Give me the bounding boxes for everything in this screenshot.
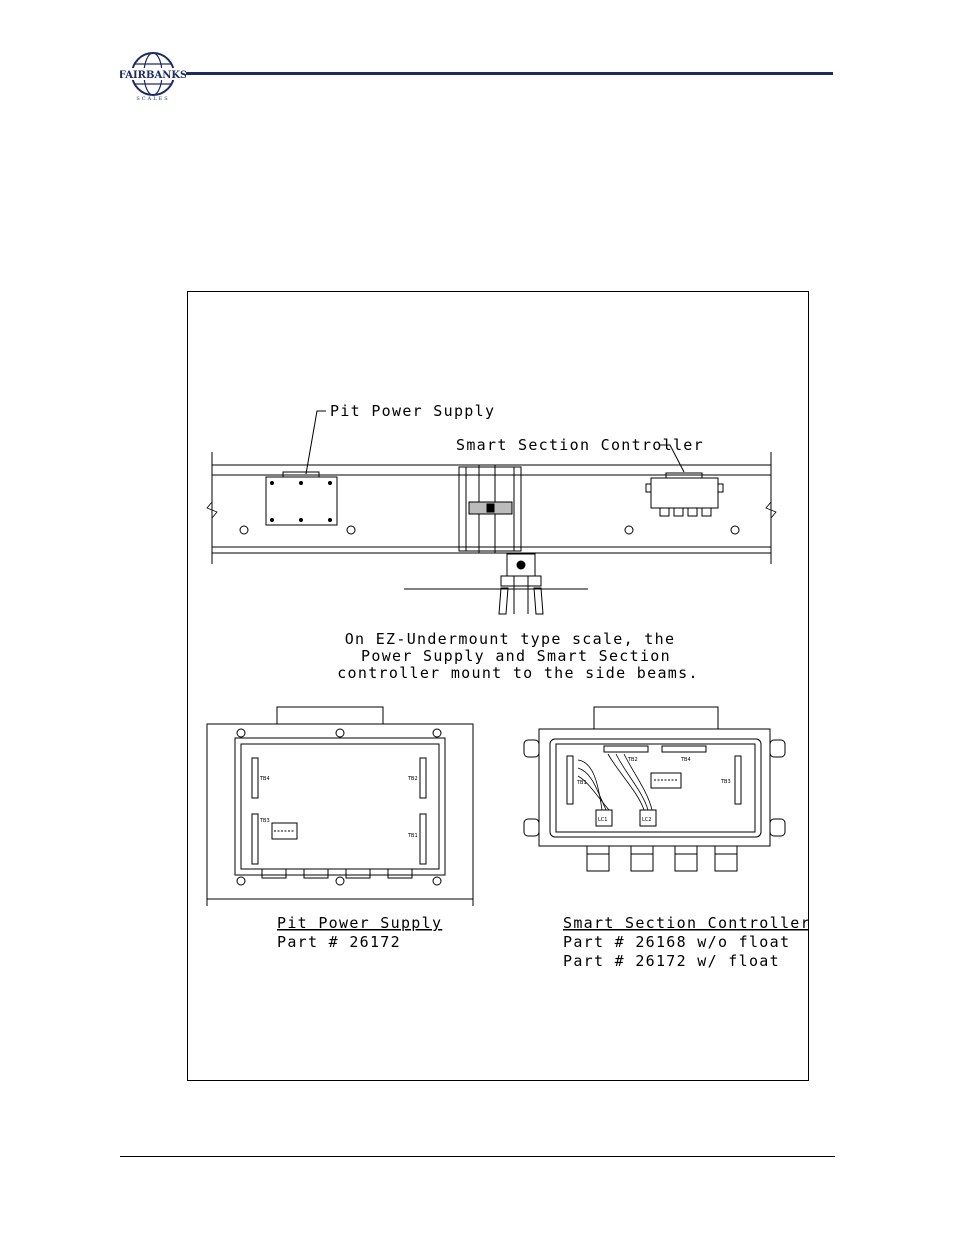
ssc-enclosure-detail xyxy=(524,707,785,871)
logo-subtext: SCALES xyxy=(136,96,169,102)
beam-splice xyxy=(404,465,588,614)
callout-pit-power-supply: Pit Power Supply xyxy=(330,402,495,420)
ssc-detail-title: Smart Section Controller xyxy=(563,914,808,932)
note-line-3: controller mount to the side beams. xyxy=(337,664,699,682)
fairbanks-logo: FAIRBANKS SCALES xyxy=(120,50,186,102)
pps-terminal-label-tb4: TB4 xyxy=(259,776,270,782)
footer-rule xyxy=(120,1156,835,1157)
pps-detail-part: Part # 26172 xyxy=(277,933,401,951)
pps-enclosure-detail xyxy=(207,707,473,906)
ssc-terminal-label-tb4: TB4 xyxy=(680,757,691,763)
header-rule xyxy=(186,72,833,75)
note-line-1: On EZ-Undermount type scale, the xyxy=(345,630,676,648)
installation-drawing: Pit Power Supply Smart Section Controlle… xyxy=(188,292,808,1080)
pps-detail-title: Pit Power Supply xyxy=(277,914,442,932)
logo-wordmark: FAIRBANKS xyxy=(120,70,186,81)
ssc-terminal-label-tb3: TB3 xyxy=(720,779,731,785)
figure-frame: Pit Power Supply Smart Section Controlle… xyxy=(187,291,809,1081)
pps-terminal-label-tb3: TB3 xyxy=(259,818,270,824)
pps-terminal-label-tb1: TB1 xyxy=(407,833,418,839)
ssc-terminal-label-tb1: TB1 xyxy=(576,780,587,786)
ssc-terminal-label-tb2: TB2 xyxy=(627,757,638,763)
ssc-terminal-label-lc2: LC2 xyxy=(642,817,651,823)
ssc-detail-part-1: Part # 26168 w/o float xyxy=(563,933,790,951)
ssc-terminal-label-lc1: LC1 xyxy=(598,817,607,823)
power-supply-beam-view xyxy=(266,472,337,525)
callout-smart-section-controller: Smart Section Controller xyxy=(456,436,704,454)
note-line-2: Power Supply and Smart Section xyxy=(361,647,671,665)
pps-terminal-label-tb2: TB2 xyxy=(407,776,418,782)
controller-beam-view xyxy=(646,473,723,516)
ssc-detail-part-2: Part # 26172 w/ float xyxy=(563,952,780,970)
